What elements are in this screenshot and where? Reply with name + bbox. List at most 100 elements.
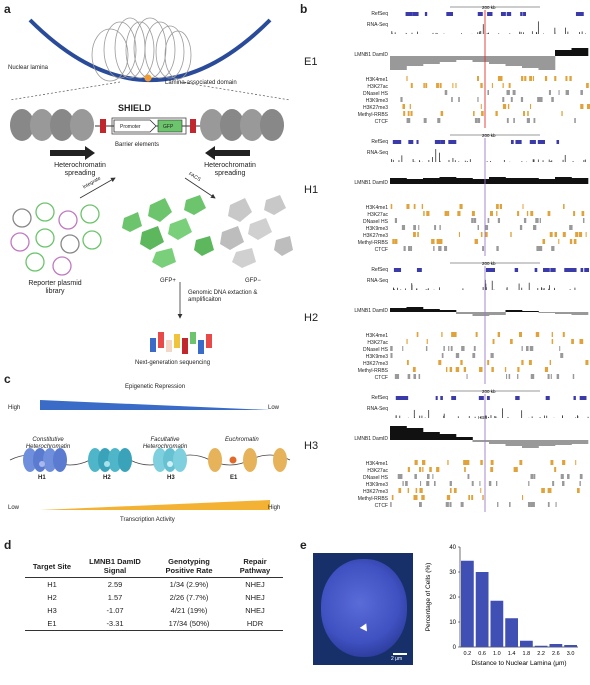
rnaseq-peak bbox=[569, 289, 571, 290]
damid-segment bbox=[571, 440, 589, 444]
track-label: DNaseI HS bbox=[362, 475, 388, 481]
cell: H3 bbox=[47, 606, 57, 615]
mark-tick bbox=[472, 353, 476, 358]
mark-tick bbox=[490, 460, 494, 465]
mark-tick bbox=[497, 218, 501, 223]
mark-tick bbox=[519, 332, 522, 337]
mark-tick bbox=[490, 467, 494, 472]
mark-tick bbox=[497, 332, 501, 337]
refseq-gene-mark bbox=[401, 396, 409, 400]
mark-tick bbox=[586, 83, 589, 88]
mark-tick bbox=[460, 502, 464, 507]
mark-tick bbox=[410, 246, 413, 251]
ngs-label: Next-generation sequencing bbox=[135, 360, 211, 366]
extraction-label: Genomic DNA extaction & amplificaiton bbox=[188, 290, 258, 303]
mark-tick bbox=[473, 218, 477, 223]
mark-tick bbox=[582, 218, 585, 223]
rnaseq-peak bbox=[520, 31, 522, 34]
scale-label: 200 kb bbox=[482, 389, 496, 394]
x-tick-label: 2.2 bbox=[537, 651, 545, 657]
mark-tick bbox=[447, 460, 449, 465]
rnaseq-peak bbox=[488, 416, 489, 418]
mark-tick bbox=[533, 118, 536, 123]
mark-tick bbox=[450, 346, 453, 351]
x-axis-label: Distance to Nuclear Lamina (μm) bbox=[471, 660, 566, 667]
mark-tick bbox=[523, 111, 525, 116]
damid-segment bbox=[390, 426, 407, 440]
mark-tick bbox=[480, 460, 483, 465]
damid-segment bbox=[555, 440, 572, 445]
bar bbox=[564, 645, 577, 647]
epigenetic-repression-wedge bbox=[40, 400, 270, 410]
rnaseq-peak bbox=[543, 415, 545, 418]
refseq-gene-mark bbox=[448, 140, 457, 144]
rnaseq-peak bbox=[486, 161, 488, 162]
mark-tick bbox=[523, 218, 527, 223]
mark-tick bbox=[562, 460, 566, 465]
mark-tick bbox=[474, 118, 478, 123]
y-tick-label: 20 bbox=[449, 595, 456, 601]
track-label: CTCF bbox=[374, 247, 388, 253]
track-label: CTCF bbox=[374, 119, 388, 125]
rnaseq-peak bbox=[537, 288, 539, 290]
rnaseq-peak bbox=[399, 415, 401, 418]
mark-tick bbox=[533, 225, 537, 230]
damid-segment bbox=[456, 312, 473, 314]
refseq-gene-mark bbox=[550, 268, 556, 272]
mark-tick bbox=[531, 346, 534, 351]
x-tick-label: 0.6 bbox=[478, 651, 486, 657]
track-label: H3K27me3 bbox=[362, 105, 388, 111]
mark-tick bbox=[414, 474, 417, 479]
mark-tick bbox=[394, 239, 398, 244]
rnaseq-peak bbox=[468, 416, 470, 418]
rnaseq-peak bbox=[574, 287, 576, 290]
mark-tick bbox=[480, 232, 483, 237]
rnaseq-peak bbox=[564, 154, 566, 162]
rnaseq-peak bbox=[523, 32, 524, 34]
cell: NHEJ bbox=[245, 593, 265, 602]
mark-tick bbox=[558, 90, 560, 95]
mark-tick bbox=[479, 367, 483, 372]
mark-tick bbox=[482, 111, 484, 116]
mark-tick bbox=[457, 211, 461, 216]
mark-tick bbox=[517, 211, 520, 216]
rnaseq-peak bbox=[454, 160, 456, 162]
mark-tick bbox=[499, 76, 503, 81]
mark-tick bbox=[439, 83, 442, 88]
mark-tick bbox=[565, 76, 568, 81]
damid-segment bbox=[522, 178, 539, 184]
mark-tick bbox=[519, 225, 523, 230]
mark-tick bbox=[567, 474, 570, 479]
mark-tick bbox=[443, 346, 445, 351]
mark-tick bbox=[426, 474, 430, 479]
refseq-gene-mark bbox=[523, 12, 526, 16]
mark-tick bbox=[541, 488, 545, 493]
refseq-gene-mark bbox=[584, 268, 590, 272]
mark-tick bbox=[452, 83, 454, 88]
mark-tick bbox=[453, 332, 457, 337]
mark-tick bbox=[407, 374, 411, 379]
lad-label: Lamina-associated domain bbox=[165, 80, 237, 86]
header-damid: LMNB1 DamID Signal bbox=[89, 557, 141, 575]
mark-tick bbox=[488, 481, 492, 486]
mark-tick bbox=[487, 90, 490, 95]
damid-segment bbox=[472, 56, 490, 62]
gene-label: HBB bbox=[478, 415, 488, 420]
rnaseq-peak bbox=[581, 31, 583, 34]
rnaseq-peak bbox=[549, 285, 550, 290]
mark-tick bbox=[433, 481, 436, 486]
rnaseq-peak bbox=[550, 161, 552, 162]
rnaseq-peak bbox=[519, 31, 521, 34]
mark-tick bbox=[433, 246, 435, 251]
rnaseq-peak bbox=[443, 415, 445, 418]
damid-segment bbox=[505, 310, 523, 312]
rnaseq-peak bbox=[554, 27, 556, 34]
rnaseq-peak bbox=[443, 413, 445, 418]
het-spread-right-label: Heterochromatin spreading bbox=[204, 162, 256, 177]
damid-segment bbox=[555, 312, 572, 314]
refseq-gene-mark bbox=[393, 140, 397, 144]
track-label: H3K27ac bbox=[367, 468, 388, 474]
epi-repression-label: Epigenetic Repression bbox=[125, 384, 186, 390]
